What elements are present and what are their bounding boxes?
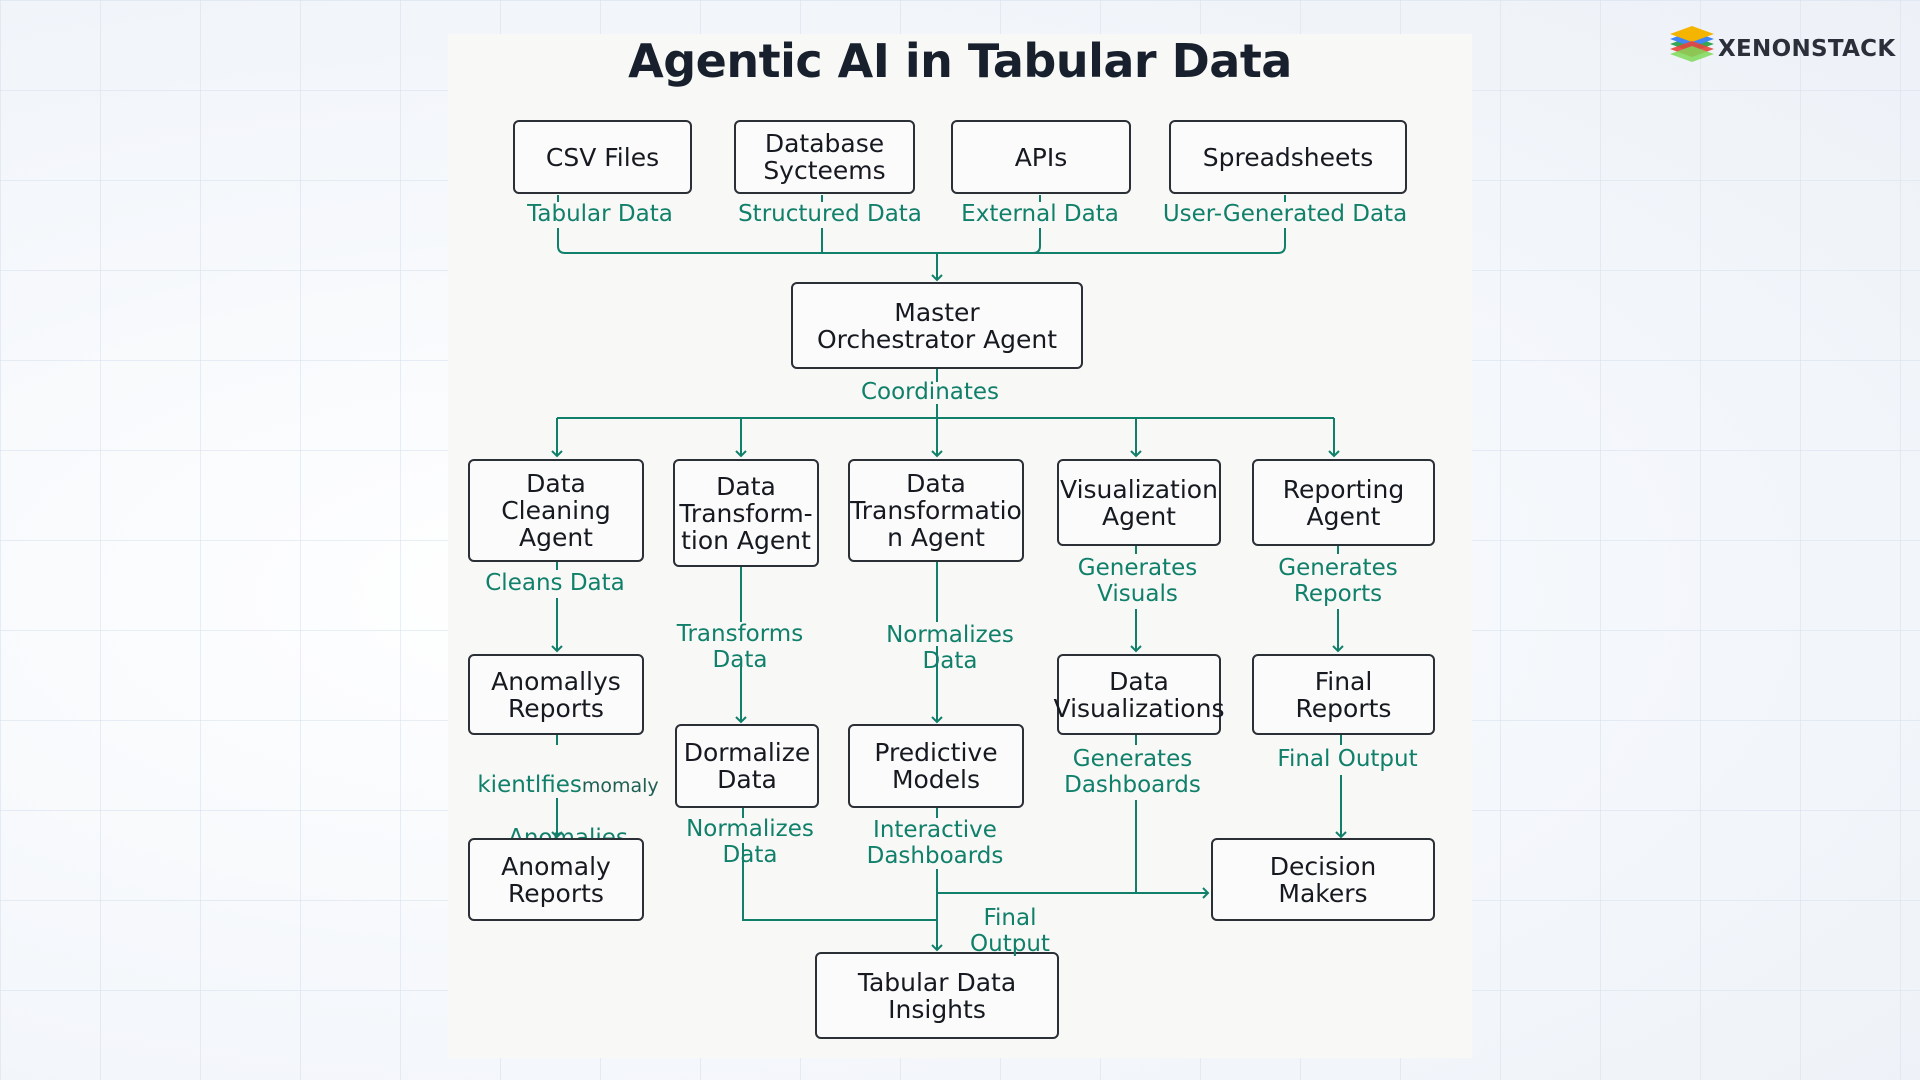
data-visualizations: Data Visualizations: [1054, 654, 1224, 735]
source-database-systems: Database Sycteems: [734, 120, 915, 194]
xenonstack-logo-icon: [1670, 26, 1714, 62]
label-generates-dashboards: Generates Dashboards: [1064, 746, 1201, 798]
label-final-output-1: Final Output: [1277, 746, 1418, 772]
reporting-agent: Reporting Agent: [1252, 459, 1435, 546]
visualization-agent: Visualization Agent: [1057, 459, 1221, 546]
label-normalizes-data-2: Normalizes Data: [686, 816, 814, 868]
dormalize-data: Dormalize Data: [675, 724, 819, 808]
master-orchestrator-agent: Master Orchestrator Agent: [791, 282, 1083, 369]
data-transformation-agent-1: Data Transform- tion Agent: [673, 459, 819, 567]
label-tabular-data: Tabular Data: [527, 201, 673, 227]
label-user-generated-data: User-Generated Data: [1162, 201, 1408, 227]
data-cleaning-agent: Data Cleaning Agent: [468, 459, 644, 562]
label-final-output-2: Final Output: [970, 905, 1050, 957]
anomallys-reports: Anomallys Reports: [468, 654, 644, 735]
predictive-models: Predictive Models: [848, 724, 1024, 808]
label-transforms-data: Transforms Data: [676, 621, 804, 673]
brand-name: XENONSTACK: [1718, 36, 1896, 62]
label-normalizes-data-1: Normalizes Data: [886, 622, 1014, 674]
tabular-data-insights: Tabular Data Insights: [815, 952, 1059, 1039]
label-interactive-dashboards: Interactive Dashboards: [866, 817, 1004, 869]
source-apis: APIs: [951, 120, 1131, 194]
label-generates-visuals: Generates Visuals: [1077, 555, 1198, 607]
decision-makers: Decision Makers: [1211, 838, 1435, 921]
label-external-data: External Data: [961, 201, 1119, 227]
label-generates-reports: Generates Reports: [1278, 555, 1398, 607]
data-transformation-agent-2: Data Transformatio n Agent: [848, 459, 1024, 562]
label-identifies-overlay: momaly: [581, 775, 659, 798]
diagram-title: Agentic AI in Tabular Data: [628, 34, 1292, 88]
source-spreadsheets: Spreadsheets: [1169, 120, 1407, 194]
label-cleans-data: Cleans Data: [485, 570, 625, 596]
label-identifies-anomalies: kientlfiesmomaly Anomalies: [468, 746, 668, 852]
source-csv-files: CSV Files: [513, 120, 692, 194]
label-identifies-word: kientlfies: [477, 772, 582, 799]
label-structured-data: Structured Data: [738, 201, 922, 227]
anomaly-reports: Anomaly Reports: [468, 838, 644, 921]
label-coordinates: Coordinates: [860, 379, 1000, 405]
final-reports: Final Reports: [1252, 654, 1435, 735]
